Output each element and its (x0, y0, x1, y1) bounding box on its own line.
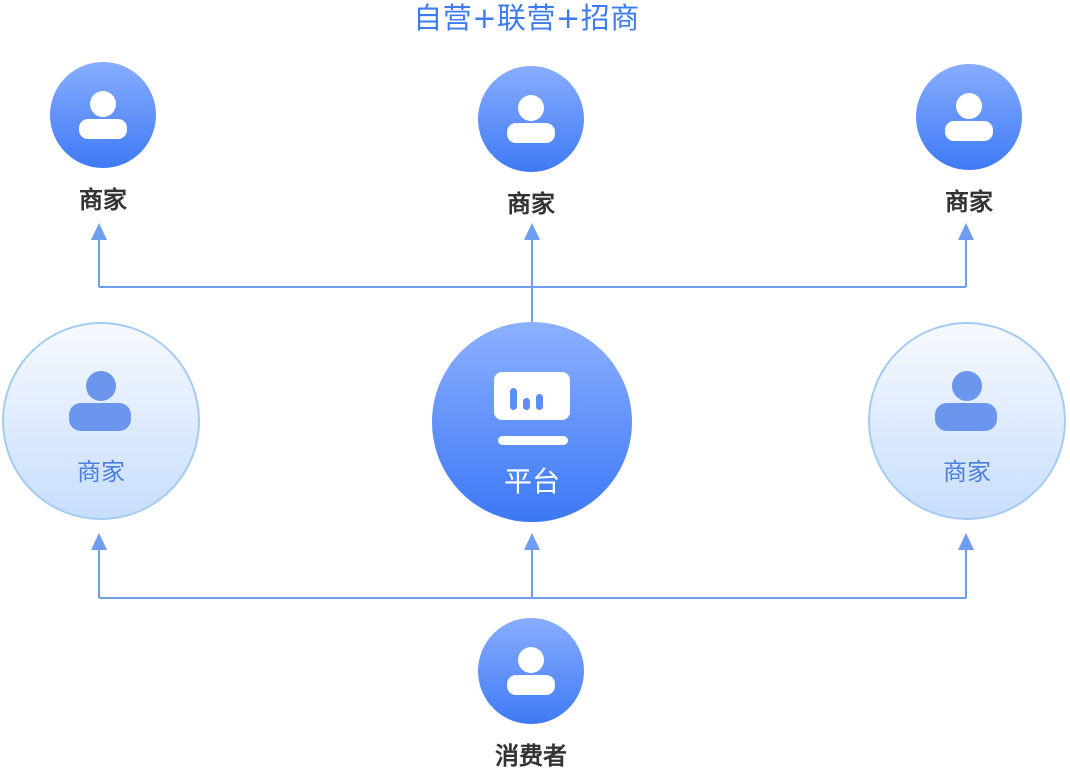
platform-label: 平台 (503, 465, 560, 498)
dashboard-icon (494, 372, 570, 445)
arrow-up-bottom-right (958, 533, 974, 550)
person-icon (507, 95, 555, 143)
arrow-up-top-right (958, 223, 974, 240)
merchant-label-top-center: 商家 (507, 190, 555, 218)
arrow-up-bottom-center (524, 533, 540, 550)
merchant-node-middle-right: 商家 (868, 322, 1066, 520)
person-icon (935, 371, 997, 431)
merchant-avatar-top-right (916, 64, 1022, 170)
person-icon (945, 93, 993, 141)
diagram-title: 自营+联营+招商 (413, 1, 640, 35)
merchant-node-middle-left: 商家 (2, 322, 200, 520)
merchant-label-middle-left: 商家 (77, 458, 125, 486)
person-icon (69, 371, 131, 431)
merchant-avatar-top-center (478, 66, 584, 172)
arrow-up-bottom-left (91, 533, 107, 550)
merchant-label-middle-right: 商家 (943, 458, 991, 486)
arrow-up-top-left (91, 223, 107, 240)
merchant-avatar-top-left (50, 62, 156, 168)
platform-node: 平台 (432, 322, 632, 522)
merchant-label-top-left: 商家 (79, 186, 127, 214)
arrow-up-top-center (524, 223, 540, 240)
merchant-label-top-right: 商家 (945, 188, 993, 216)
consumer-avatar (478, 618, 584, 724)
consumer-label: 消费者 (495, 742, 567, 770)
person-icon (79, 91, 127, 139)
person-icon (507, 647, 555, 695)
